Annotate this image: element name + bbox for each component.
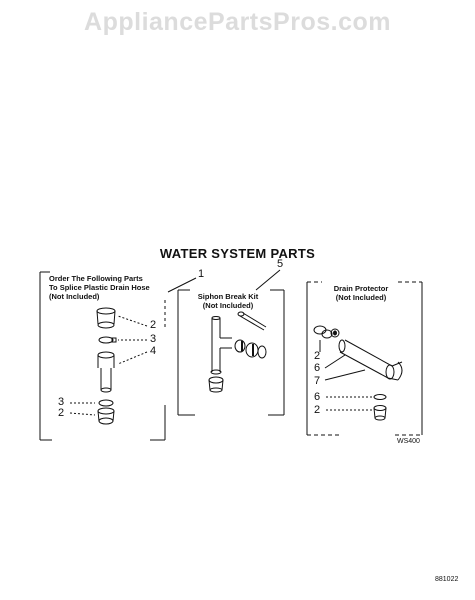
drain-clamp-ring-shape <box>330 328 340 338</box>
siphon-valve-shape <box>234 339 267 359</box>
callout-drain-top-coupling: 2 <box>314 350 321 362</box>
drain-top-coupling-shape <box>313 325 333 339</box>
callout-splice-connector: 4 <box>150 345 157 357</box>
splice-bottom-clamp-shape <box>98 399 114 407</box>
callout-siphon-kit: 5 <box>277 258 284 270</box>
drain-protector-body-shape <box>338 339 403 381</box>
callout-splice-bottom-clamp: 3 <box>58 396 65 408</box>
drain-bottom-clamp-shape <box>373 394 387 400</box>
siphon-tee-shape <box>210 316 232 375</box>
splice-top-clamp-shape <box>98 336 117 344</box>
splice-label-line-2: To Splice Plastic Drain Hose <box>49 283 150 292</box>
figure-code: WS400 <box>397 438 420 445</box>
page-code: 881022 <box>435 576 459 583</box>
splice-label-line-3: (Not Included) <box>49 292 100 301</box>
drain-label-line-1: Drain Protector <box>333 284 389 293</box>
drain-bottom-coupling-shape <box>373 405 387 421</box>
drain-label-line-2: (Not Included) <box>335 293 387 302</box>
callout-splice-top-coupling: 2 <box>150 319 157 331</box>
siphon-rod-shape <box>237 311 267 331</box>
diagram-title: WATER SYSTEM PARTS <box>159 246 316 261</box>
watermark: AppliancePartsPros.com <box>84 8 391 36</box>
callout-drain-bottom-coupling: 2 <box>314 404 321 416</box>
callout-splice-bottom-coupling: 2 <box>58 407 65 419</box>
splice-label-line-1: Order The Following Parts <box>49 274 143 283</box>
siphon-label-line-1: Siphon Break Kit <box>197 292 259 301</box>
siphon-group-label: Siphon Break Kit (Not Included) <box>192 292 264 310</box>
splice-bottom-coupling-shape <box>97 407 115 425</box>
callout-drain-protector-body: 6 <box>314 362 321 374</box>
siphon-label-line-2: (Not Included) <box>202 301 254 310</box>
siphon-bottom-fitting-shape <box>208 376 224 393</box>
drain-group-label: Drain Protector (Not Included) <box>326 284 396 302</box>
callout-drain-bottom-clamp: 6 <box>314 391 321 403</box>
splice-group-bracket <box>39 271 166 441</box>
siphon-group-bracket <box>177 289 285 416</box>
callout-drain-hose-end: 7 <box>314 375 321 387</box>
callout-splice-group: 1 <box>198 268 205 280</box>
splice-group-label: Order The Following Parts To Splice Plas… <box>49 274 150 301</box>
callout-splice-top-clamp: 3 <box>150 333 157 345</box>
splice-top-coupling-shape <box>96 307 116 329</box>
drain-group-bracket <box>306 281 423 436</box>
splice-connector-shape <box>97 351 115 393</box>
